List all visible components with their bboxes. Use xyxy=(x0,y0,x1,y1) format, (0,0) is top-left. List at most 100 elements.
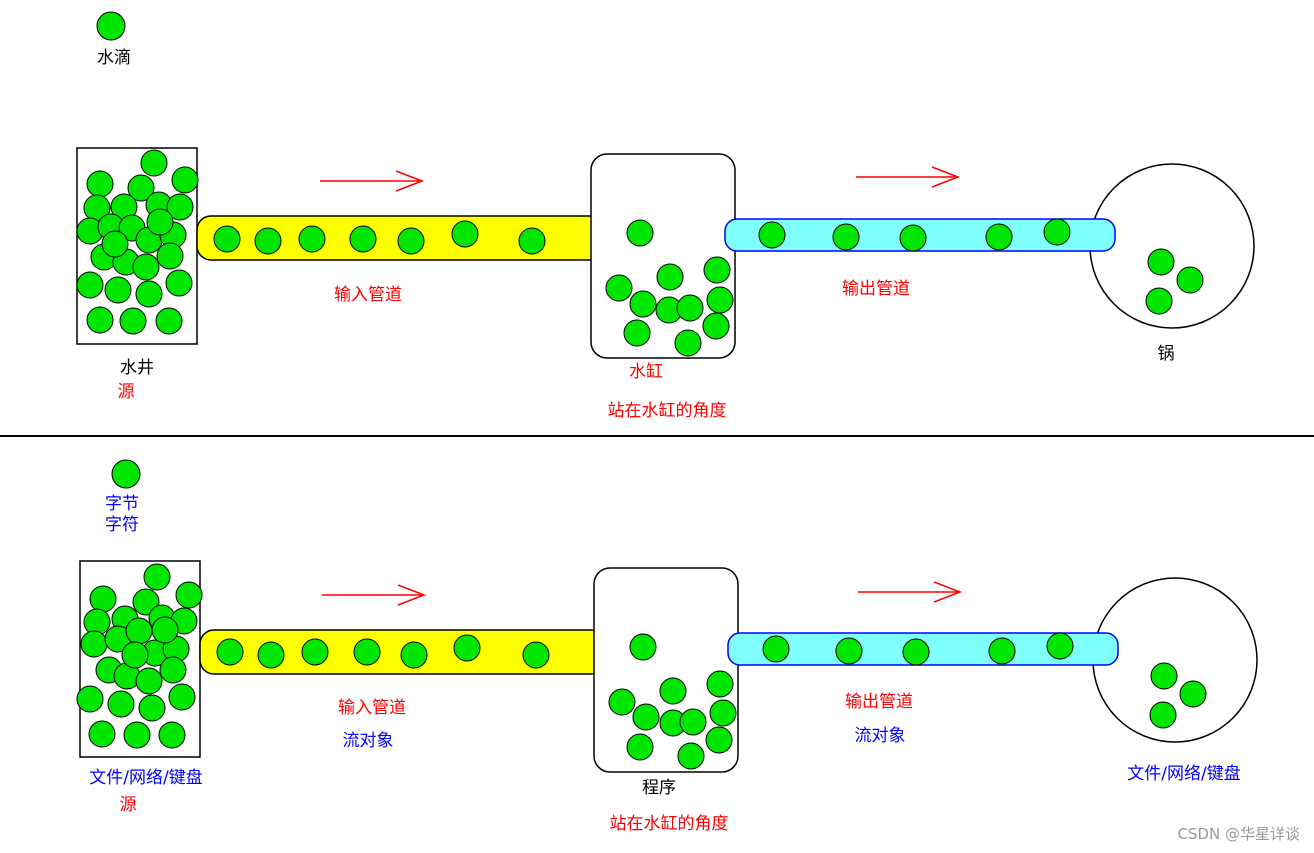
flow-arrow-right-bottom xyxy=(858,581,963,603)
byte-drop xyxy=(1046,632,1074,660)
water-drop xyxy=(518,227,546,255)
program-label: 程序 xyxy=(642,778,676,798)
water-drop xyxy=(1176,266,1204,294)
byte-drop xyxy=(88,720,116,748)
water-drop xyxy=(1043,218,1071,246)
output-stream-pipe-label: 输出管道 xyxy=(845,692,913,712)
flow-arrow-left xyxy=(320,170,425,192)
byte-drop xyxy=(626,733,654,761)
byte-drop xyxy=(762,635,790,663)
flow-arrow-right xyxy=(856,166,961,188)
byte-drop xyxy=(988,637,1016,665)
water-drop xyxy=(165,269,193,297)
byte-drop xyxy=(902,638,930,666)
byte-drop xyxy=(1179,680,1207,708)
water-drop xyxy=(156,242,184,270)
bottom-drops xyxy=(76,563,1207,770)
byte-drop xyxy=(76,685,104,713)
byte-drop xyxy=(835,637,863,665)
byte-drop xyxy=(677,742,705,770)
file-source-role: 源 xyxy=(119,795,137,815)
well-label: 水井 xyxy=(120,358,154,378)
water-drop xyxy=(146,208,174,236)
output-stream-object-label: 流对象 xyxy=(854,726,906,746)
tank-perspective-label: 站在水缸的角度 xyxy=(607,401,727,421)
byte-drop xyxy=(89,585,117,613)
water-drop xyxy=(605,274,633,302)
water-drop xyxy=(254,227,282,255)
byte-drop xyxy=(80,630,108,658)
tank-label: 水缸 xyxy=(629,362,663,382)
water-drop xyxy=(1145,287,1173,315)
input-stream-pipe-label: 输入管道 xyxy=(338,698,406,718)
byte-drop xyxy=(143,563,171,591)
water-drop xyxy=(166,193,194,221)
byte-drop xyxy=(1149,701,1177,729)
water-drop xyxy=(832,223,860,251)
byte-drop xyxy=(632,703,660,731)
program-perspective-label: 站在水缸的角度 xyxy=(609,814,729,834)
byte-drop xyxy=(679,708,707,736)
water-drop xyxy=(985,223,1013,251)
water-drop xyxy=(676,294,704,322)
water-drop xyxy=(104,276,132,304)
water-drop xyxy=(132,253,160,281)
water-drop xyxy=(135,280,163,308)
water-drop xyxy=(629,290,657,318)
bottom-panel xyxy=(76,459,1258,773)
water-drop xyxy=(397,227,425,255)
legend-byte-drop xyxy=(111,459,141,489)
byte-drop xyxy=(1150,662,1178,690)
pot-label: 锅 xyxy=(1157,344,1175,364)
water-drop xyxy=(127,174,155,202)
byte-drop xyxy=(608,688,636,716)
byte-drop xyxy=(168,683,196,711)
byte-drop xyxy=(706,670,734,698)
byte-drop xyxy=(107,690,135,718)
byte-drop xyxy=(705,726,733,754)
water-drop xyxy=(623,319,651,347)
water-drop xyxy=(656,263,684,291)
water-drop xyxy=(1147,248,1175,276)
byte-drop xyxy=(159,656,187,684)
water-drop xyxy=(349,225,377,253)
water-drop xyxy=(86,170,114,198)
well-source-role: 源 xyxy=(117,382,135,402)
byte-drop xyxy=(158,721,186,749)
flow-arrow-left-bottom xyxy=(322,584,427,606)
byte-drop xyxy=(121,641,149,669)
byte-drop xyxy=(301,638,329,666)
legend-water-drop-label: 水滴 xyxy=(97,48,131,68)
byte-drop xyxy=(151,616,179,644)
file-source-label: 文件/网络/键盘 xyxy=(89,768,203,788)
byte-drop xyxy=(216,638,244,666)
byte-drop xyxy=(453,634,481,662)
water-drop xyxy=(140,149,168,177)
byte-drop xyxy=(709,699,737,727)
water-drop xyxy=(171,166,199,194)
top-drops xyxy=(76,149,1204,357)
water-drop xyxy=(155,307,183,335)
byte-drop xyxy=(400,641,428,669)
water-drop xyxy=(101,230,129,258)
water-drop xyxy=(86,306,114,334)
output-pipe-label: 输出管道 xyxy=(842,279,910,299)
byte-drop xyxy=(522,641,550,669)
water-drop xyxy=(626,219,654,247)
water-drop xyxy=(298,225,326,253)
byte-drop xyxy=(629,633,657,661)
legend-water-drop xyxy=(96,11,126,41)
byte-drop xyxy=(175,581,203,609)
water-drop xyxy=(213,225,241,253)
water-drop xyxy=(899,224,927,252)
water-drop xyxy=(451,220,479,248)
byte-drop xyxy=(257,641,285,669)
byte-drop xyxy=(353,638,381,666)
byte-drop xyxy=(125,617,153,645)
water-drop xyxy=(76,271,104,299)
input-stream-object-label: 流对象 xyxy=(342,731,394,751)
byte-drop xyxy=(135,667,163,695)
water-drop xyxy=(758,221,786,249)
water-drop xyxy=(702,312,730,340)
